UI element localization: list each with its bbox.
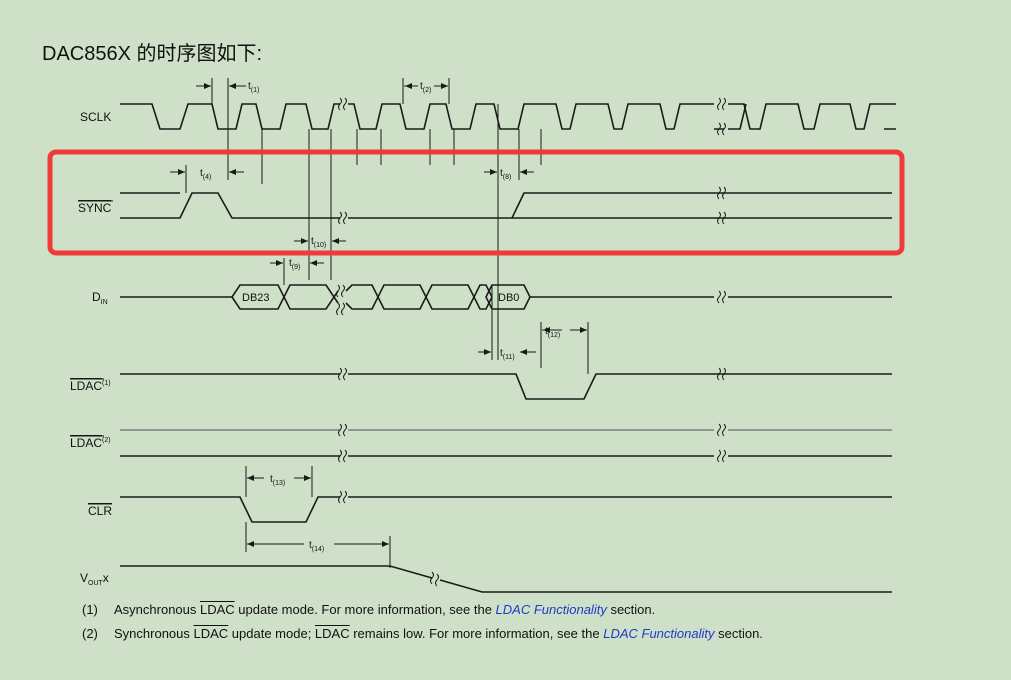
footnote-2-ldac: LDAC (193, 626, 229, 641)
ldac1-label-main: LDAC (70, 379, 102, 393)
svg-text:t(1): t(1) (248, 81, 259, 94)
footnote-2-number: (2) (82, 626, 98, 641)
timing-reference-lines (227, 104, 542, 360)
timing-t11: t(11) (478, 348, 536, 361)
timing-t1: t(1) (196, 78, 259, 104)
page-title: DAC856X 的时序图如下: (42, 43, 263, 65)
timing-diagram: SCLK t(1) t(2) (47, 78, 905, 593)
t4-sub: (4) (203, 174, 212, 181)
timing-t9: t(9) (270, 258, 324, 285)
footnote-1-post: section. (606, 602, 656, 617)
timing-t4: t(4) (170, 165, 244, 193)
t4-letter: t (200, 168, 203, 179)
ldac2-break-marks (338, 423, 726, 463)
t11-sub: (11) (503, 354, 515, 361)
t2-sub: (2) (423, 87, 432, 94)
svg-text:t(10): t(10) (311, 236, 326, 249)
sclk-break-marks (338, 97, 726, 136)
t10-sub: (10) (314, 242, 326, 249)
footnote-2-mid: remains low. For more information, see t… (349, 626, 604, 641)
svg-text:t(11): t(11) (500, 348, 515, 361)
t14-letter: t (309, 540, 312, 551)
timing-t10: t(10) (294, 236, 346, 249)
timing-t2: t(2) (402, 78, 450, 104)
footnote-1-mid: update mode. For more information, see t… (234, 602, 496, 617)
ldac1-waveform (120, 373, 892, 400)
din-label-main: D (92, 290, 101, 304)
ldac1-break-marks (338, 367, 726, 381)
svg-text:t(13): t(13) (270, 474, 285, 487)
t9-letter: t (289, 258, 292, 269)
vout-label-main: V (80, 571, 88, 585)
t1-letter: t (248, 81, 251, 92)
sclk-label: SCLK (80, 110, 111, 124)
ldac2-waveform (120, 429, 892, 457)
svg-text:t(4): t(4) (200, 168, 211, 181)
sclk-waveform (120, 103, 896, 130)
ldac2-label: LDAC(2) (70, 436, 111, 450)
t12-letter: t (545, 326, 548, 337)
t8-sub: (8) (503, 174, 512, 181)
svg-text:t(9): t(9) (289, 258, 300, 271)
t11-letter: t (500, 348, 503, 359)
t8-letter: t (500, 168, 503, 179)
timing-t14: t(14) (245, 522, 391, 568)
t1-sub: (1) (251, 87, 260, 94)
footnote-1-pre: Asynchronous (114, 602, 200, 617)
t13-sub: (13) (273, 480, 285, 487)
din-label: DIN (92, 290, 108, 306)
din-label-sub: IN (101, 299, 108, 306)
t12-sub: (12) (548, 332, 560, 339)
timing-t8: t(8) (484, 168, 534, 181)
footnote-2-post: section. (714, 626, 763, 641)
vout-label: VOUTx (80, 571, 109, 587)
footnote-1-number: (1) (82, 602, 98, 617)
footnote-2-pre: Synchronous (114, 626, 194, 641)
svg-text:t(14): t(14) (309, 540, 324, 553)
svg-text:t(12): t(12) (545, 326, 560, 339)
vout-waveform (120, 565, 892, 593)
sync-waveform (120, 192, 892, 219)
clr-waveform (120, 496, 892, 523)
footnote-1-ldac: LDAC (200, 602, 235, 617)
clr-label: CLR (88, 504, 112, 518)
footnote-2: (2) Synchronous LDAC update mode; LDAC re… (82, 626, 763, 650)
footnote-2-link[interactable]: LDAC Functionality (603, 626, 715, 641)
ldac1-label-sup: (1) (102, 380, 111, 387)
svg-text:t(8): t(8) (500, 168, 511, 181)
timing-t12: t(12) (540, 322, 589, 374)
footnote-2-ldac-2: LDAC (314, 626, 350, 641)
vout-break-marks (430, 571, 439, 587)
ldac1-label: LDAC(1) (70, 379, 111, 393)
footnote-1-link[interactable]: LDAC Functionality (495, 602, 607, 617)
din-waveform (120, 284, 892, 310)
din-last-bit: DB0 (498, 292, 519, 304)
t10-letter: t (311, 236, 314, 247)
footnote-1: (1) Asynchronous LDAC update mode. For mo… (82, 602, 763, 626)
sync-label: SYNC (78, 201, 112, 215)
footnote-2-mid1: update mode; (228, 626, 315, 641)
vout-label-sub: OUT (88, 580, 104, 587)
ldac2-label-sup: (2) (102, 437, 111, 444)
svg-text:t(2): t(2) (420, 81, 431, 94)
t13-letter: t (270, 474, 273, 485)
footnotes: (1) Asynchronous LDAC update mode. For mo… (82, 602, 763, 650)
ldac2-label-main: LDAC (70, 436, 102, 450)
t2-letter: t (420, 81, 423, 92)
t9-sub: (9) (292, 264, 301, 271)
sync-break-marks (338, 186, 726, 225)
t14-sub: (14) (312, 546, 324, 553)
vout-label-suffix: x (103, 571, 109, 585)
sync-highlight-box (47, 149, 905, 256)
clr-break-marks (338, 490, 347, 504)
din-first-bit: DB23 (242, 292, 270, 304)
timing-t13: t(13) (245, 466, 313, 497)
din-break-marks (336, 284, 726, 316)
